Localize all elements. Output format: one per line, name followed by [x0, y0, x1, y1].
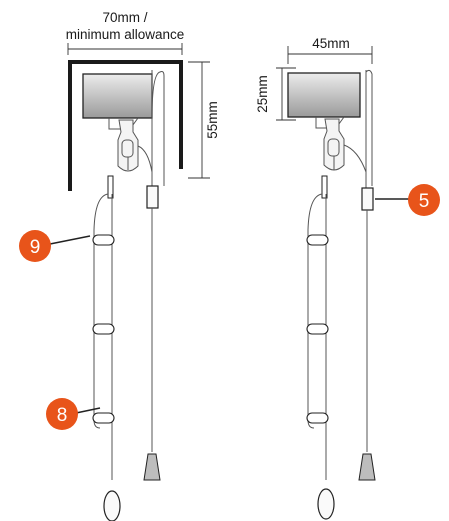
control-line	[365, 69, 373, 186]
acorn-weight	[143, 453, 161, 481]
recess-width-caption: minimum allowance	[66, 27, 185, 42]
callout-5-badge	[408, 184, 440, 216]
chain-connector	[321, 175, 328, 199]
cord-tensioner	[146, 185, 159, 209]
headrail-width-dimension	[287, 46, 373, 64]
face-fit-assembly: 45mm 25mm	[255, 36, 440, 520]
recess-depth-dimension	[188, 61, 210, 179]
chain-weight	[103, 490, 121, 521]
cord-tensioner	[361, 187, 374, 211]
chain-stop-beads	[306, 234, 329, 424]
callout-5-label: 5	[419, 191, 430, 212]
headrail-height-dimension	[276, 67, 296, 121]
headrail-height-label: 25mm	[255, 75, 270, 113]
chain-weight	[317, 488, 335, 520]
window-recess-outline	[68, 60, 183, 191]
pulley-clip	[117, 119, 153, 173]
headrail	[287, 72, 361, 118]
callout-8-leader	[75, 407, 101, 414]
callout-9-badge	[19, 230, 51, 262]
headrail	[82, 73, 153, 119]
chain-connector	[107, 175, 114, 199]
callout-9-label: 9	[30, 237, 41, 258]
mounting-bracket	[108, 117, 139, 130]
recess-width-label: 70mm /	[102, 10, 147, 25]
recess-depth-label: 55mm	[205, 101, 220, 139]
callout-9-leader	[49, 235, 91, 245]
recess-width-dimension	[67, 43, 183, 55]
control-line	[151, 70, 165, 186]
callout-8-label: 8	[57, 405, 68, 426]
chain-stop-beads	[92, 234, 115, 424]
pulley-clip	[323, 118, 367, 173]
acorn-weight	[358, 453, 376, 481]
callout-8-badge	[46, 398, 78, 430]
recess-fit-assembly: 70mm / minimum allowance 55mm	[19, 10, 220, 521]
headrail-width-label: 45mm	[312, 36, 350, 51]
